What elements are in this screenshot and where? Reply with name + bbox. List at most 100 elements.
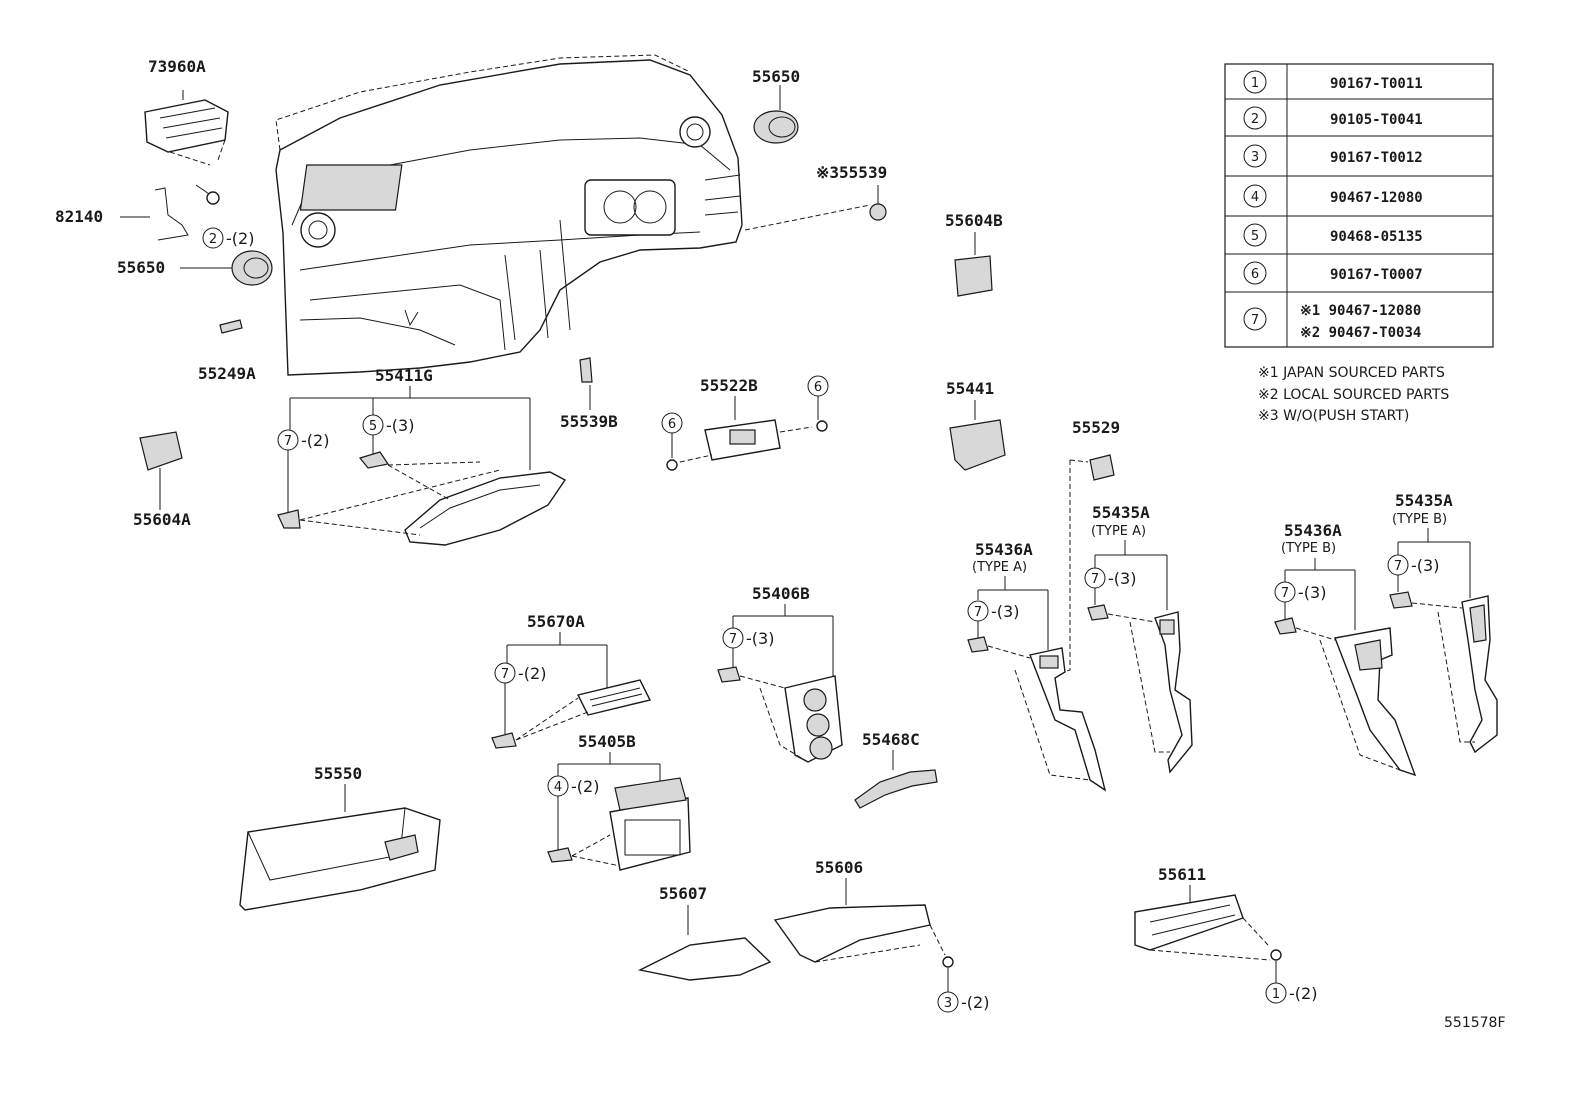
table-row: 2 90105-T0041 [1243,106,1423,130]
svg-text:7: 7 [1091,572,1099,587]
label-55441: 55441 [946,379,994,398]
part-55468c-drawing [854,769,938,809]
table-row: 1 90167-T0011 [1243,70,1423,94]
table-row: 5 90468-05135 [1243,223,1423,247]
part-73960a-drawing [144,90,229,166]
svg-text:-(3): -(3) [1108,569,1136,588]
diagram-id: 551578F [1444,1015,1506,1031]
instrument-panel-drawing [275,54,871,376]
part-55607-drawing [637,937,772,981]
label-type-b-2: (TYPE B) [1392,512,1447,527]
label-55529: 55529 [1072,418,1120,437]
part-55650-top-drawing [753,110,799,144]
part-55529-drawing [1089,454,1115,481]
label-55670a: 55670A [527,612,585,631]
svg-text:2: 2 [1251,112,1259,127]
label-55522b: 55522B [700,376,758,395]
callout-7-55435a-a: 7 -(3) [1084,567,1136,589]
callout-7-55435a-b: 7 -(3) [1387,554,1439,576]
bolt-drawing [195,184,220,205]
svg-text:2: 2 [209,232,217,247]
svg-text:7: 7 [284,434,292,449]
callout-2: 2 -(2) [202,227,254,249]
callout-6-right: 6 [807,375,829,397]
part-55539-drawing [869,203,887,221]
svg-text:※1 90467-12080: ※1 90467-12080 [1300,303,1421,319]
callout-7-55406b: 7 -(3) [722,627,774,649]
callout-3: 3 -(2) [937,991,989,1013]
label-55539b: 55539B [560,412,618,431]
svg-text:5: 5 [1251,229,1259,244]
part-55606-drawing [773,904,954,968]
label-55406b: 55406B [752,584,810,603]
label-55607: 55607 [659,884,707,903]
svg-text:7: 7 [501,667,509,682]
label-55435a-type-a: 55435A [1092,503,1150,522]
callout-7-55436a-a: 7 -(3) [967,600,1019,622]
label-type-b-1: (TYPE B) [1281,541,1336,556]
label-55606: 55606 [815,858,863,877]
callout-7-55670a: 7 -(2) [494,662,546,684]
note-1: ※1 JAPAN SOURCED PARTS [1258,365,1445,381]
svg-text:-(2): -(2) [518,664,546,683]
part-55522b-drawing [666,419,828,471]
svg-text:6: 6 [814,380,822,395]
svg-text:-(3): -(3) [1298,583,1326,602]
label-55604a: 55604A [133,510,191,529]
callout-6-left: 6 [661,412,683,434]
svg-text:7: 7 [974,605,982,620]
svg-text:-(2): -(2) [571,777,599,796]
parts-table: 1 90167-T0011 2 90105-T0041 3 90167-T001… [1224,63,1494,348]
table-row: 4 90467-12080 [1243,184,1423,208]
callout-7-55411g: 7 -(2) [277,429,329,451]
part-55406b-drawing [717,666,843,763]
svg-text:90167-T0007: 90167-T0007 [1330,267,1423,283]
part-55539b-drawing [579,357,593,383]
callout-1: 1 -(2) [1265,982,1317,1004]
label-55539: ※355539 [816,163,887,182]
svg-text:-(3): -(3) [746,629,774,648]
part-55611-drawing [1134,894,1282,961]
svg-text:1: 1 [1272,987,1280,1002]
svg-text:90105-T0041: 90105-T0041 [1330,112,1423,128]
svg-text:-(2): -(2) [1289,984,1317,1003]
table-row: 6 90167-T0007 [1243,261,1423,285]
svg-text:-(2): -(2) [226,229,254,248]
svg-text:90468-05135: 90468-05135 [1330,229,1423,245]
part-55550-drawing [239,807,441,911]
label-55405b: 55405B [578,732,636,751]
part-55604b-drawing [954,255,993,297]
label-55611: 55611 [1158,865,1206,884]
label-55650-top: 55650 [752,67,800,86]
part-55441-drawing [949,419,1006,471]
svg-text:6: 6 [668,417,676,432]
svg-text:4: 4 [554,780,562,795]
label-type-a-2: (TYPE A) [1091,524,1146,539]
label-type-a-1: (TYPE A) [972,560,1027,575]
label-55468c: 55468C [862,730,920,749]
label-55650-left: 55650 [117,258,165,277]
svg-text:4: 4 [1251,190,1259,205]
part-55604a-drawing [139,431,183,510]
table-row: 7 ※1 90467-12080 ※2 90467-T0034 [1243,303,1421,341]
part-82140-drawing [154,187,189,241]
part-55650-left-drawing [231,250,273,286]
callout-5-55411g: 5 -(3) [362,414,414,436]
callout-7-55436a-b: 7 -(3) [1274,581,1326,603]
svg-text:-(3): -(3) [386,416,414,435]
svg-text:-(2): -(2) [301,431,329,450]
part-55405b-drawing [547,777,691,871]
svg-text:90167-T0012: 90167-T0012 [1330,150,1423,166]
svg-text:3: 3 [944,996,952,1011]
svg-text:7: 7 [1394,559,1402,574]
label-55249a: 55249A [198,364,256,383]
label-55411g: 55411G [375,366,433,385]
part-55670a-drawing [491,679,652,749]
callout-4-55405b: 4 -(2) [547,775,599,797]
label-73960a: 73960A [148,57,206,76]
part-55249a-drawing [219,319,243,334]
svg-text:※2 90467-T0034: ※2 90467-T0034 [1300,325,1421,341]
part-55435a-type-b-drawing [1389,591,1498,754]
label-55436a-type-a: 55436A [975,540,1033,559]
